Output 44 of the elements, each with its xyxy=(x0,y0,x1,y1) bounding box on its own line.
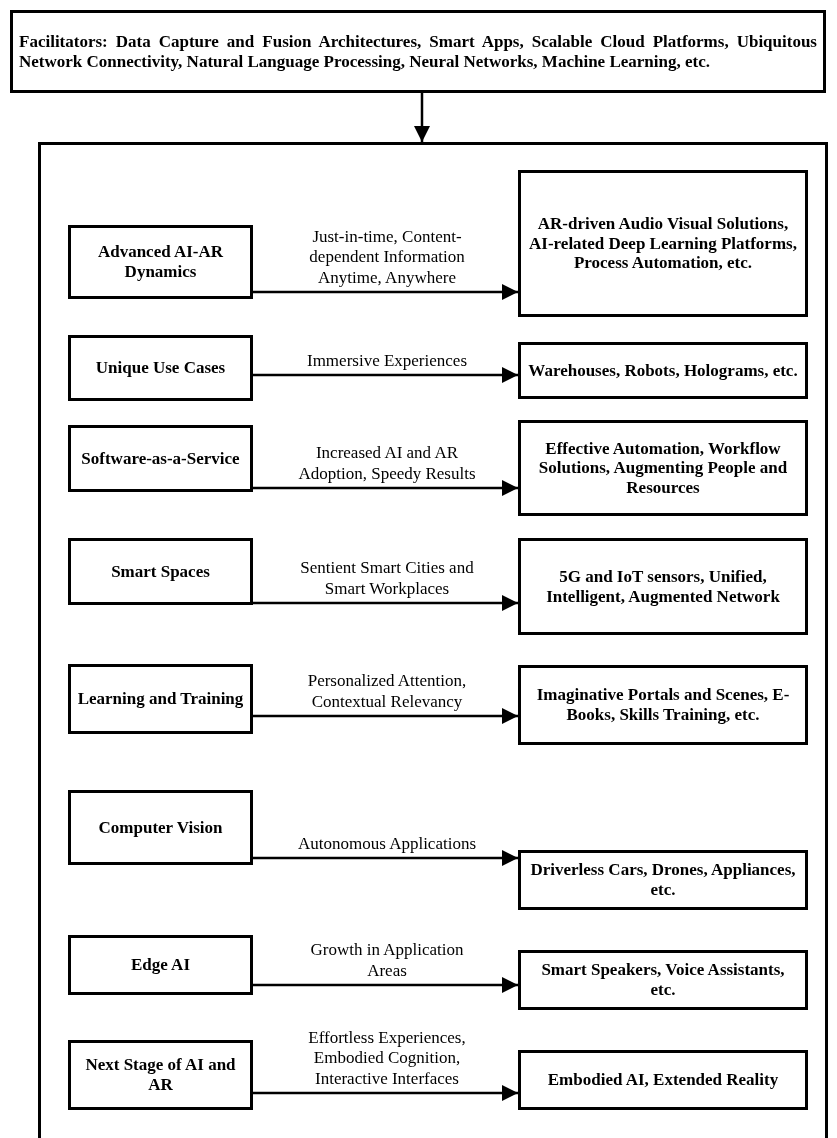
box-text: Warehouses, Robots, Holograms, etc. xyxy=(527,359,799,382)
text-box xyxy=(518,170,808,317)
text-box xyxy=(68,225,253,299)
box-text: Edge AI xyxy=(129,954,191,977)
arrow xyxy=(253,595,518,611)
box-text: Smart Spaces xyxy=(110,560,211,583)
text-box xyxy=(68,335,253,401)
box-text: Software-as-a-Service xyxy=(80,447,241,470)
arrow xyxy=(253,1085,518,1101)
text-box xyxy=(518,1050,808,1110)
box-text: Learning and Training xyxy=(76,688,245,711)
box-text: Embodied AI, Extended Reality xyxy=(546,1069,780,1092)
frame-box xyxy=(38,142,828,1138)
arrow xyxy=(253,850,518,866)
text-box xyxy=(518,665,808,745)
box-text: AR-driven Audio Visual Solutions, AI-related Deep Learning Platforms, Process Automation, etc. xyxy=(528,213,798,275)
text-box xyxy=(518,342,808,399)
box-text: Unique Use Cases xyxy=(94,357,227,380)
text-box xyxy=(68,425,253,492)
box-text: Imaginative Portals and Scenes, E-Books, Skills Training, etc. xyxy=(535,684,791,726)
text-box xyxy=(68,935,253,995)
box-text: 5G and IoT sensors, Unified, Intelligent, Augmented Network xyxy=(545,565,781,608)
box-text: Driverless Cars, Drones, Appliances, etc. xyxy=(529,859,797,901)
text-box xyxy=(518,420,808,516)
text-box xyxy=(68,538,253,605)
box-text: Advanced AI-AR Dynamics xyxy=(96,241,225,283)
box-text: Effective Automation, Workflow Solutions, Augmenting People and Resources xyxy=(537,437,789,499)
text-box xyxy=(518,950,808,1010)
arrow xyxy=(253,977,518,993)
box-text: Smart Speakers, Voice Assistants, etc. xyxy=(540,959,786,1001)
arrow xyxy=(253,480,518,496)
text-box xyxy=(10,10,826,93)
text-box xyxy=(518,850,808,910)
arrow xyxy=(253,708,518,724)
arrow xyxy=(253,367,518,383)
text-box xyxy=(68,1040,253,1110)
arrow xyxy=(414,93,430,142)
box-text: Computer Vision xyxy=(97,816,224,839)
arrow xyxy=(253,284,518,300)
text-box xyxy=(68,664,253,734)
box-text: Facilitators: Data Capture and Fusion Architectures, Smart Apps, Scalable Cloud Platforms, Ubiquitous Network Connectivity, Natural Language Processing, Neural Networks, Machine Learning, etc. xyxy=(18,30,818,73)
text-box xyxy=(68,790,253,865)
text-box xyxy=(518,538,808,635)
box-text: Next Stage of AI and AR xyxy=(84,1054,237,1096)
